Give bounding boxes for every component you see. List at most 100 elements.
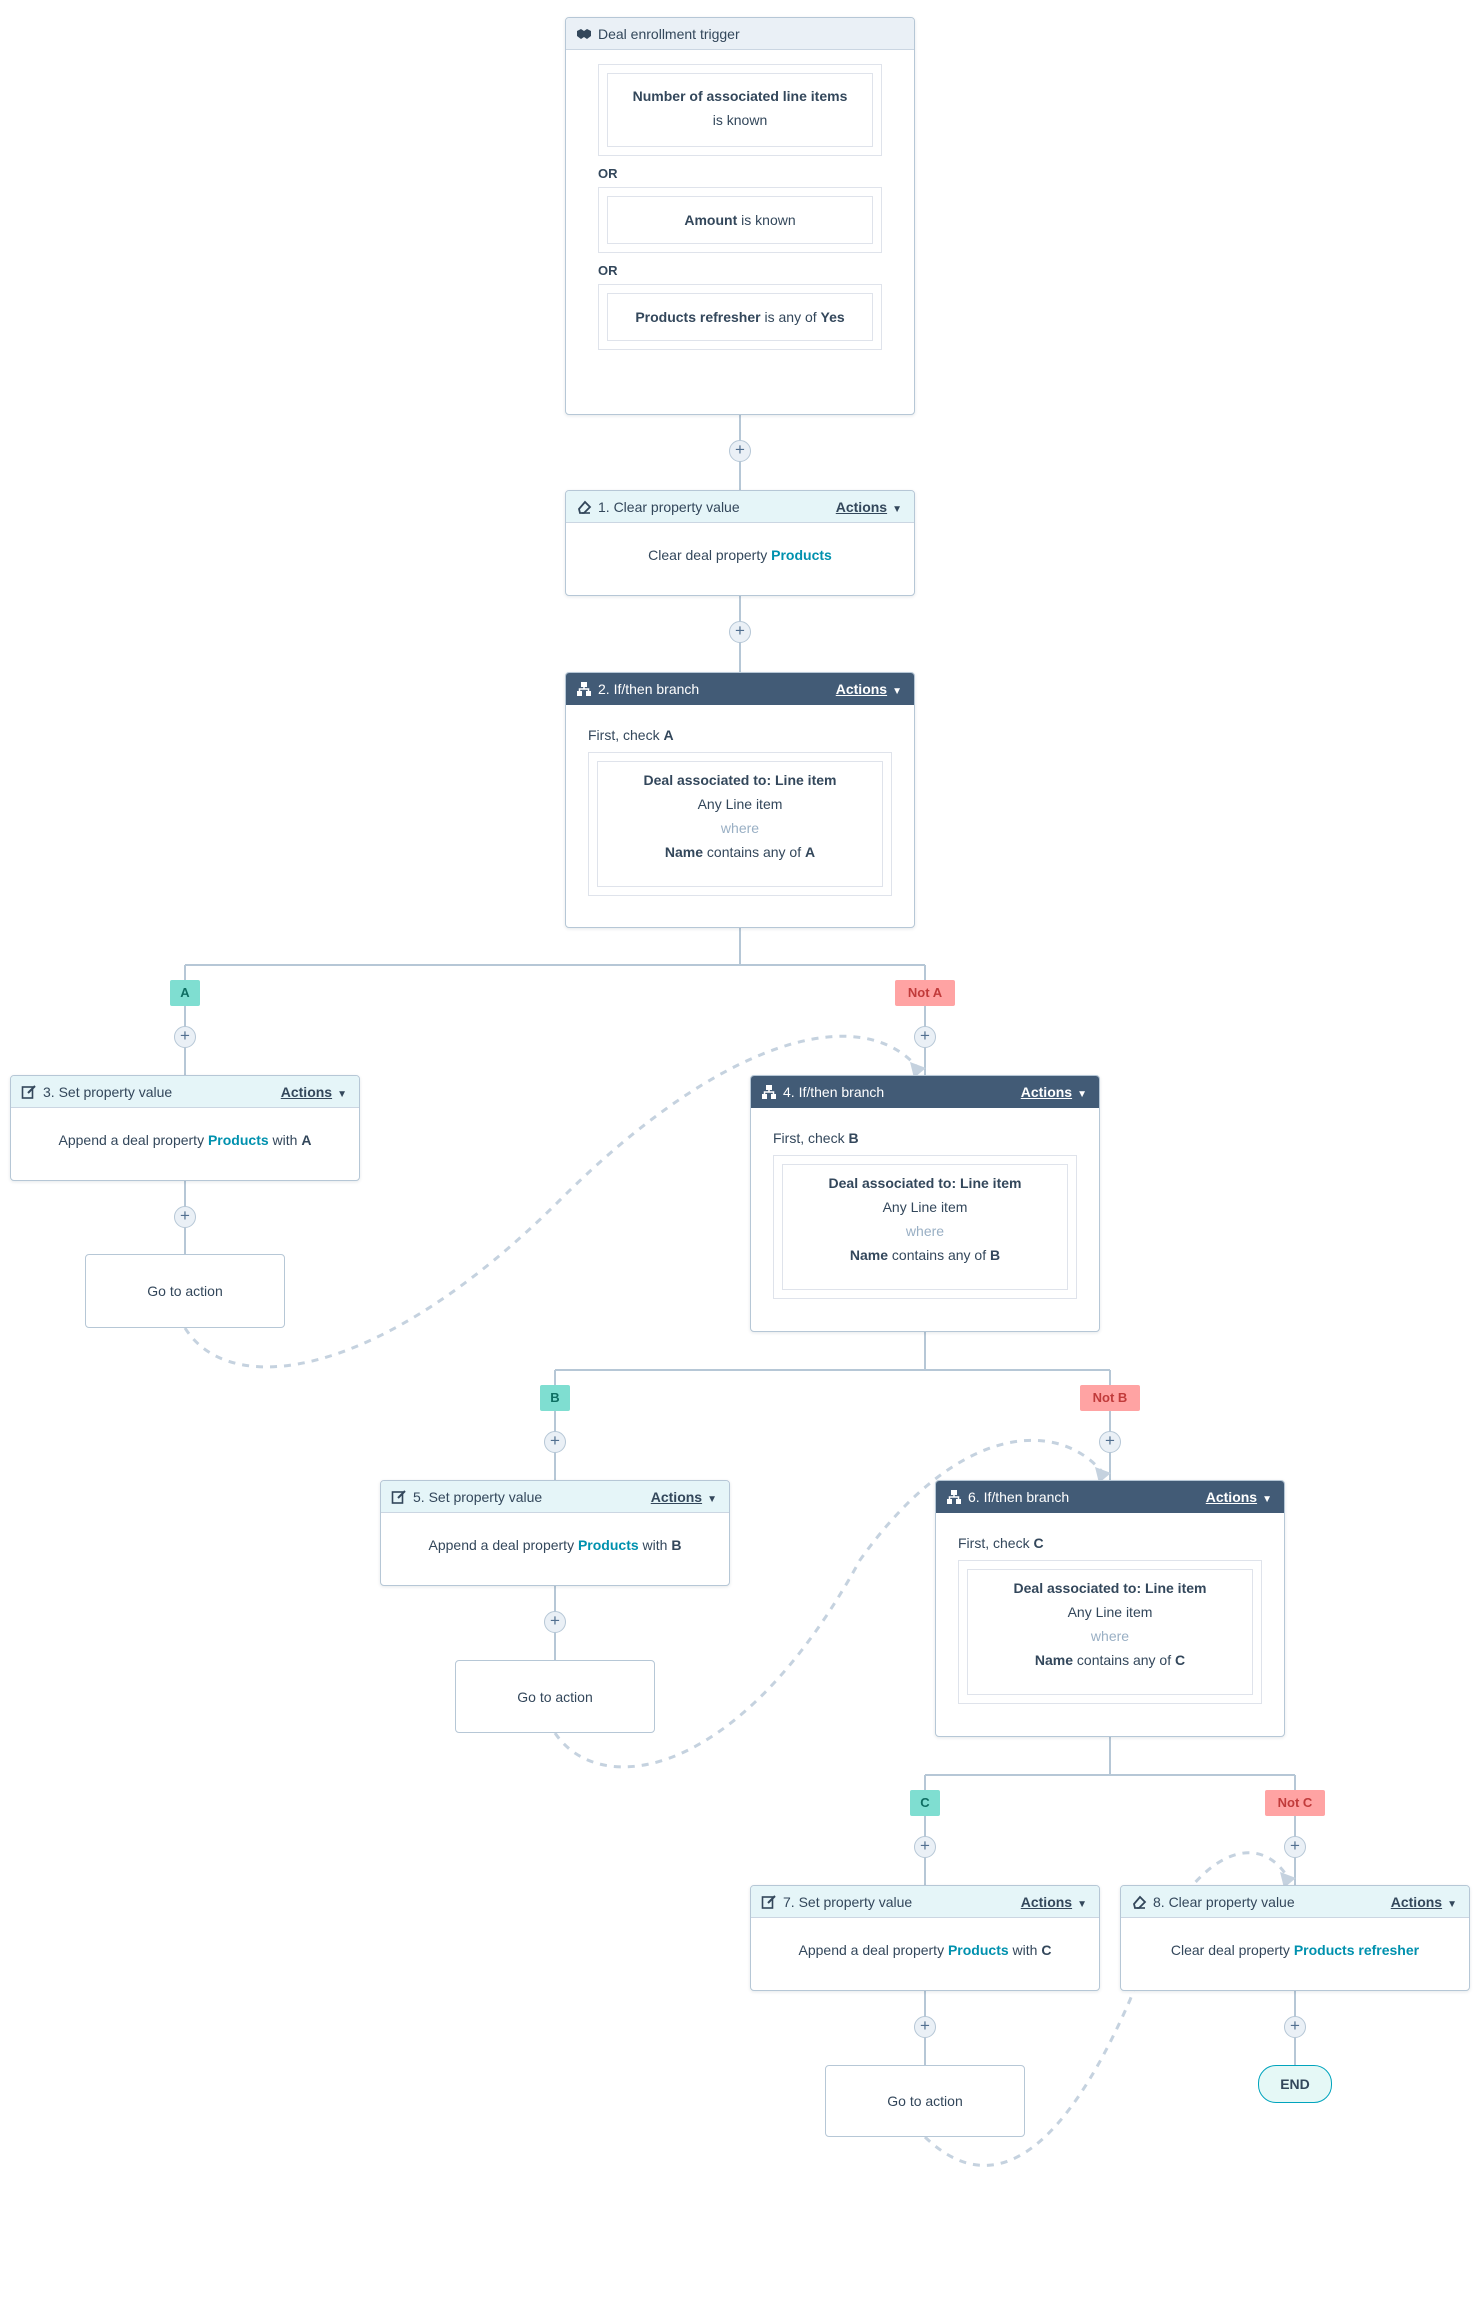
branch-tag-b: B: [540, 1385, 570, 1411]
condition-property: Number of associated line items: [632, 88, 848, 104]
branch-icon: [761, 1084, 777, 1100]
actions-dropdown[interactable]: Actions▼: [650, 1488, 717, 1505]
trigger-condition[interactable]: Amount is known: [598, 187, 882, 253]
step-4-card[interactable]: 4. If/then branch Actions▼ First, check …: [750, 1075, 1100, 1332]
actions-dropdown[interactable]: Actions▼: [1390, 1893, 1457, 1910]
add-action-button[interactable]: +: [544, 1611, 566, 1633]
where-label: where: [720, 820, 760, 836]
enrollment-trigger-card[interactable]: Deal enrollment trigger Number of associ…: [565, 17, 915, 415]
step-text: Clear deal property: [1170, 1942, 1290, 1958]
caret-down-icon: ▼: [707, 1493, 717, 1505]
property-name: Products: [207, 1132, 269, 1148]
step-1-card[interactable]: 1. Clear property value Actions▼ Clear d…: [565, 490, 915, 596]
go-to-action-button[interactable]: Go to action: [455, 1660, 655, 1733]
end-node: END: [1258, 2065, 1332, 2103]
association-label: Deal associated to: Line item: [828, 1175, 1022, 1191]
trigger-header: Deal enrollment trigger: [566, 18, 914, 50]
caret-down-icon: ▼: [337, 1088, 347, 1100]
add-action-button[interactable]: +: [544, 1431, 566, 1453]
go-to-action-button[interactable]: Go to action: [825, 2065, 1025, 2137]
actions-dropdown[interactable]: Actions▼: [835, 680, 902, 697]
step-text: Append a deal property: [58, 1132, 205, 1148]
eraser-icon: [1131, 1894, 1147, 1910]
go-to-action-button[interactable]: Go to action: [85, 1254, 285, 1328]
caret-down-icon: ▼: [892, 503, 902, 515]
branch-icon: [576, 681, 592, 697]
first-check-label: First, check: [773, 1130, 845, 1146]
trigger-condition[interactable]: Products refresher is any of Yes: [598, 284, 882, 350]
condition-value: Yes: [820, 309, 845, 325]
filter-property: Name: [664, 844, 704, 860]
first-check-label: First, check: [588, 727, 660, 743]
trigger-condition[interactable]: Number of associated line items is known: [598, 64, 882, 156]
step-5-card[interactable]: 5. Set property value Actions▼ Append a …: [380, 1480, 730, 1586]
property-value: A: [301, 1132, 312, 1148]
association-scope: Any Line item: [697, 796, 783, 812]
actions-dropdown[interactable]: Actions▼: [1020, 1893, 1087, 1910]
edit-icon: [761, 1894, 777, 1910]
step-title: 6. If/then branch: [968, 1488, 1070, 1505]
step-text: Append a deal property: [798, 1942, 945, 1958]
step-2-header: 2. If/then branch Actions▼: [566, 673, 914, 705]
add-action-button[interactable]: +: [1284, 2016, 1306, 2038]
condition-operator: is known: [741, 212, 796, 228]
caret-down-icon: ▼: [1077, 1088, 1087, 1100]
step-8-card[interactable]: 8. Clear property value Actions▼ Clear d…: [1120, 1885, 1470, 1991]
step-2-card[interactable]: 2. If/then branch Actions▼ First, check …: [565, 672, 915, 928]
add-action-button[interactable]: +: [174, 1026, 196, 1048]
step-text: Append a deal property: [428, 1537, 575, 1553]
edit-icon: [21, 1084, 37, 1100]
eraser-icon: [576, 499, 592, 515]
step-3-card[interactable]: 3. Set property value Actions▼ Append a …: [10, 1075, 360, 1181]
step-3-header: 3. Set property value Actions▼: [11, 1076, 359, 1108]
branch-icon: [946, 1489, 962, 1505]
branch-condition[interactable]: Deal associated to: Line item Any Line i…: [588, 752, 892, 896]
association-scope: Any Line item: [1067, 1604, 1153, 1620]
condition-property: Products refresher: [635, 309, 761, 325]
step-6-header: 6. If/then branch Actions▼: [936, 1481, 1284, 1513]
property-name: Products: [771, 547, 832, 563]
first-check-label: First, check: [958, 1535, 1030, 1551]
actions-dropdown[interactable]: Actions▼: [1205, 1488, 1272, 1505]
filter-operator: contains any of: [706, 844, 802, 860]
with-label: with: [642, 1537, 668, 1553]
step-7-card[interactable]: 7. Set property value Actions▼ Append a …: [750, 1885, 1100, 1991]
step-1-header: 1. Clear property value Actions▼: [566, 491, 914, 523]
step-text: Clear deal property: [648, 547, 768, 563]
add-action-button[interactable]: +: [729, 621, 751, 643]
actions-dropdown[interactable]: Actions▼: [280, 1083, 347, 1100]
add-action-button[interactable]: +: [914, 1026, 936, 1048]
add-action-button[interactable]: +: [1099, 1431, 1121, 1453]
actions-dropdown[interactable]: Actions▼: [835, 498, 902, 515]
step-4-header: 4. If/then branch Actions▼: [751, 1076, 1099, 1108]
add-action-button[interactable]: +: [174, 1206, 196, 1228]
branch-tag-not-c: Not C: [1265, 1790, 1325, 1816]
property-value: C: [1041, 1942, 1052, 1958]
association-label: Deal associated to: Line item: [643, 772, 837, 788]
add-action-button[interactable]: +: [729, 440, 751, 462]
filter-property: Name: [849, 1247, 889, 1263]
step-title: 2. If/then branch: [598, 680, 700, 697]
caret-down-icon: ▼: [892, 685, 902, 697]
branch-tag-a: A: [170, 980, 200, 1006]
filter-property: Name: [1034, 1652, 1074, 1668]
branch-tag-c: C: [910, 1790, 940, 1816]
with-label: with: [272, 1132, 298, 1148]
add-action-button[interactable]: +: [914, 2016, 936, 2038]
step-title: 4. If/then branch: [783, 1083, 885, 1100]
branch-condition[interactable]: Deal associated to: Line item Any Line i…: [773, 1155, 1077, 1299]
branch-name: B: [848, 1130, 859, 1146]
or-label: OR: [598, 166, 618, 181]
or-label: OR: [598, 263, 618, 278]
condition-operator: is known: [712, 112, 768, 128]
condition-property: Amount: [684, 212, 738, 228]
add-action-button[interactable]: +: [1284, 1836, 1306, 1858]
actions-dropdown[interactable]: Actions▼: [1020, 1083, 1087, 1100]
step-title: 1. Clear property value: [598, 498, 740, 515]
add-action-button[interactable]: +: [914, 1836, 936, 1858]
trigger-title: Deal enrollment trigger: [598, 25, 740, 42]
step-6-card[interactable]: 6. If/then branch Actions▼ First, check …: [935, 1480, 1285, 1737]
branch-tag-not-a: Not A: [895, 980, 955, 1006]
property-value: B: [671, 1537, 682, 1553]
branch-condition[interactable]: Deal associated to: Line item Any Line i…: [958, 1560, 1262, 1704]
